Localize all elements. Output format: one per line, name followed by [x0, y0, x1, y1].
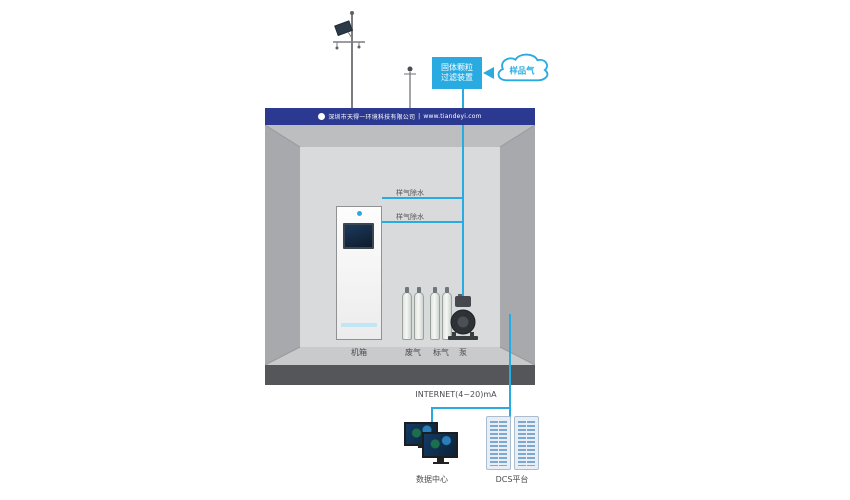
filter-unit-line1: 固体颗粒: [441, 63, 473, 72]
room-interior: [265, 125, 535, 385]
gas-cylinder: [442, 287, 452, 340]
cylinder-cap-icon: [405, 287, 409, 293]
sample-line-2: [382, 221, 463, 223]
sample-line-2-label: 样气除水: [396, 213, 424, 221]
cabinet-label: 机箱: [351, 348, 367, 357]
cylinder-cap-icon: [417, 287, 421, 293]
internet-label: INTERNET(4~20)mA: [415, 390, 497, 399]
cabinet-strip: [341, 323, 377, 327]
rack-column: [527, 421, 535, 466]
monitor-stand-icon: [437, 458, 444, 462]
monitor-stand-icon: [418, 444, 424, 448]
signal-line-horizontal: [431, 407, 511, 409]
filter-unit-line2: 过滤装置: [441, 73, 473, 82]
sample-pipe-main: [462, 89, 464, 296]
banner-company: 深圳市天得一环境科技有限公司: [328, 114, 416, 121]
analyzer-cabinet: [336, 206, 382, 340]
monitor-base-icon: [433, 462, 449, 464]
standard-gas-label: 标气: [433, 348, 449, 357]
gas-cylinder: [430, 287, 440, 340]
filter-unit-box: 固体颗粒 过滤装置: [432, 57, 482, 89]
pump-label: 泵: [459, 348, 467, 357]
signal-line-vertical: [509, 314, 511, 418]
cylinder-cap-icon: [445, 287, 449, 293]
roof-banner: 深圳市天得一环境科技有限公司 | www.tiandeyi.com: [265, 108, 535, 125]
sample-line-1: [382, 197, 463, 199]
company-logo-icon: [318, 113, 326, 120]
sample-gas-cloud-label: 样品气: [509, 66, 535, 76]
monitor-icon: [422, 432, 458, 458]
cloud-shape-icon: [497, 53, 549, 82]
data-center-label: 数据中心: [416, 475, 448, 484]
rack-column: [490, 421, 498, 466]
gas-cylinder: [414, 287, 424, 340]
banner-website: www.tiandeyi.com: [423, 113, 482, 120]
dcs-rack-icon: [486, 416, 511, 470]
rack-column: [518, 421, 526, 466]
sample-line-1-label: 样气除水: [396, 189, 424, 197]
cylinder-cap-icon: [433, 287, 437, 293]
rack-column: [499, 421, 507, 466]
dcs-label: DCS平台: [495, 475, 529, 484]
cabinet-screen: [343, 223, 374, 249]
sample-gas-arrow-icon: [483, 67, 494, 79]
signal-drop-left: [431, 407, 433, 425]
analyzer-room: 深圳市天得一环境科技有限公司 | www.tiandeyi.com: [265, 108, 535, 385]
weather-mast-icon: [333, 11, 365, 112]
banner-separator: |: [418, 113, 421, 120]
ambient-sensor-icon: [404, 66, 416, 112]
dcs-rack-icon: [514, 416, 539, 470]
waste-gas-label: 废气: [405, 348, 421, 357]
cabinet-logo-icon: [357, 211, 362, 216]
sample-gas-cloud: 样品气: [497, 53, 549, 82]
gas-cylinder: [402, 287, 412, 340]
pump-icon: [448, 294, 478, 340]
data-center-icon: [404, 422, 460, 470]
floor-bar: [265, 365, 535, 385]
